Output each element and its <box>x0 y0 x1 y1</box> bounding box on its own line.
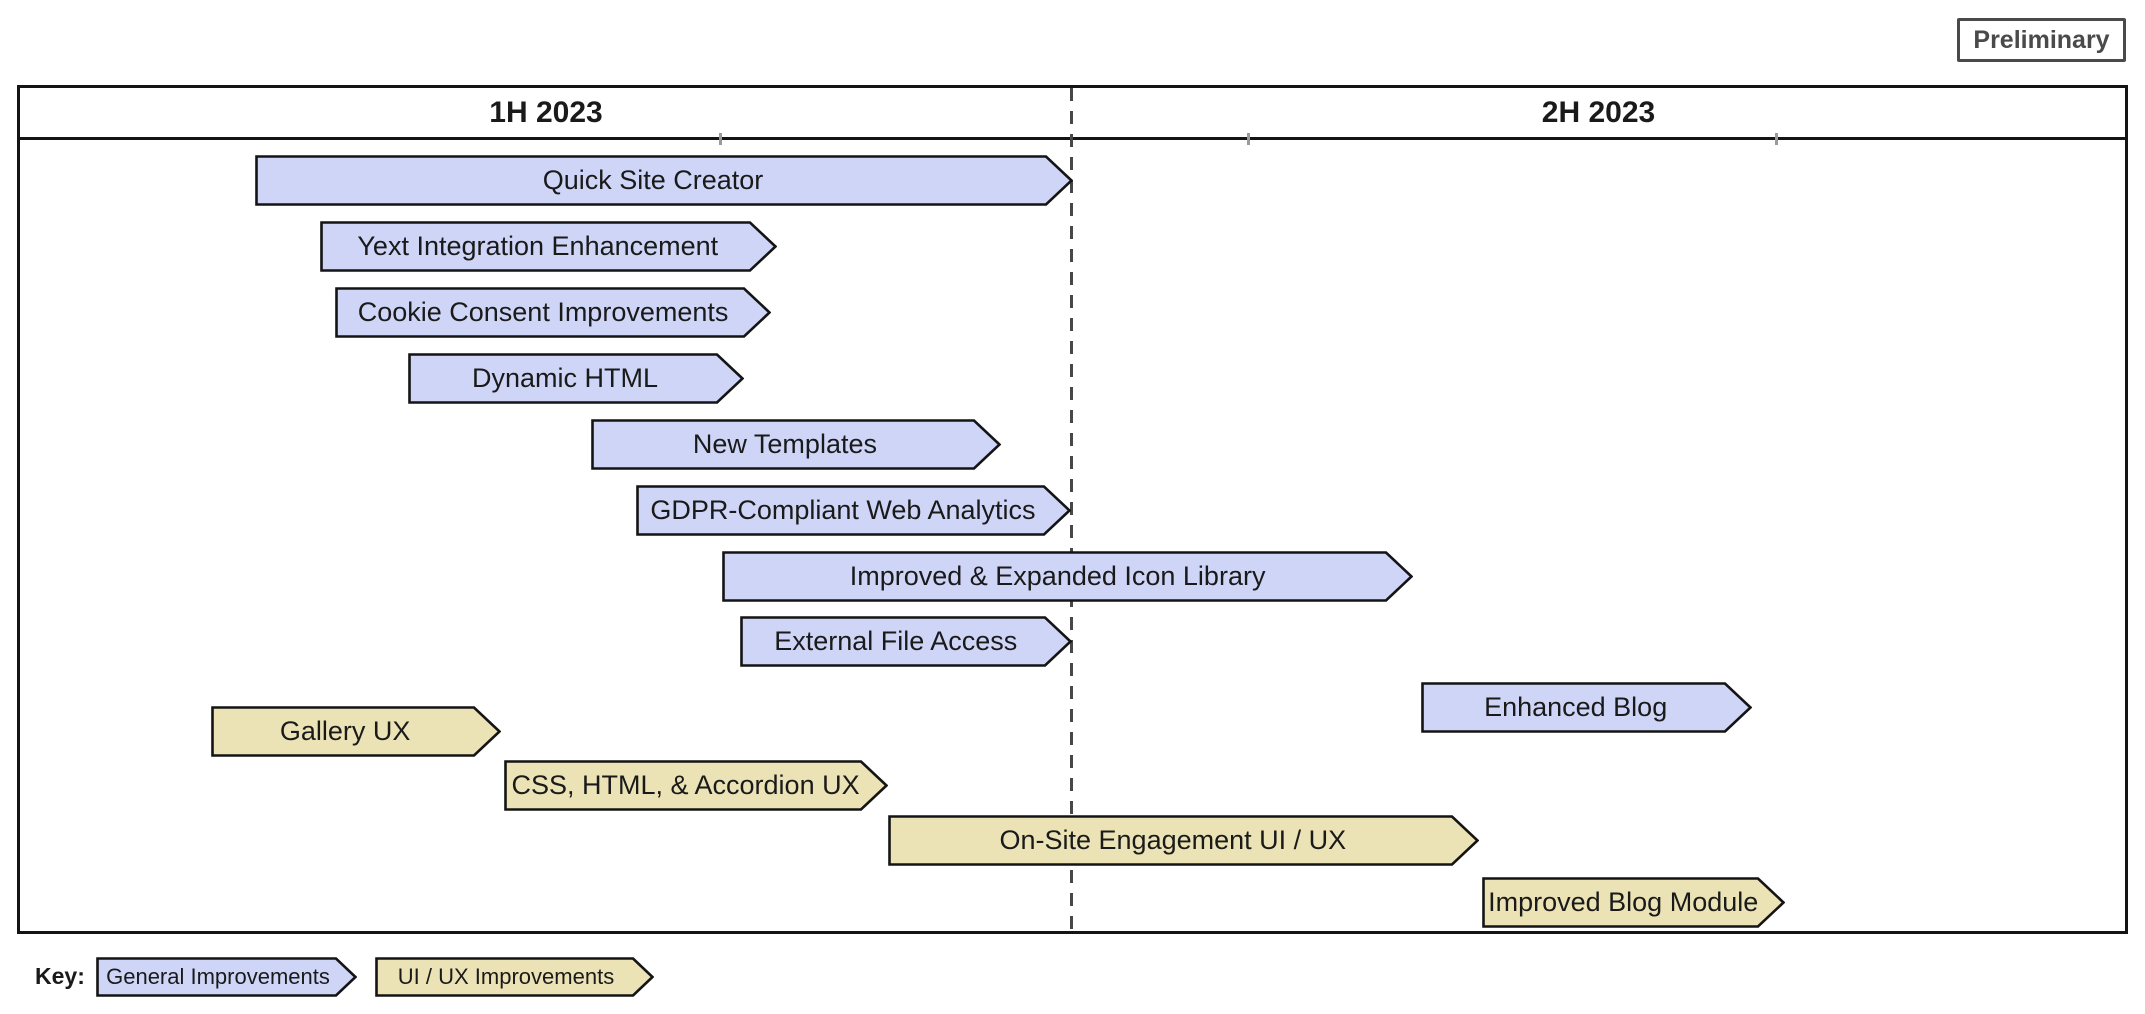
roadmap-bar-label: On-Site Engagement UI / UX <box>999 825 1347 855</box>
midyear-divider-line <box>1070 88 1073 931</box>
roadmap-bar-label: Yext Integration Enhancement <box>357 231 719 261</box>
roadmap-bar-label: New Templates <box>692 429 877 459</box>
legend-arrow-shape <box>96 957 357 997</box>
roadmap-bar: Improved Blog Module <box>1482 877 1786 928</box>
roadmap-bar-label: Gallery UX <box>279 716 411 746</box>
roadmap-bar: Improved & Expanded Icon Library <box>722 551 1414 602</box>
bar-arrow-shape <box>590 419 1001 470</box>
bar-arrow-shape <box>319 221 777 272</box>
roadmap-bar-label: Quick Site Creator <box>542 165 764 195</box>
roadmap-bar: Enhanced Blog <box>1420 682 1752 733</box>
roadmap-bar: External File Access <box>740 616 1073 667</box>
bar-arrow-shape <box>254 155 1073 206</box>
roadmap-bar: Cookie Consent Improvements <box>335 287 772 338</box>
roadmap-bar-label: Cookie Consent Improvements <box>357 297 729 327</box>
roadmap-bar: New Templates <box>590 419 1001 470</box>
roadmap-bar-label: External File Access <box>774 626 1018 656</box>
roadmap-bar: CSS, HTML, & Accordion UX <box>504 760 889 811</box>
bar-arrow-shape <box>636 485 1072 536</box>
legend-item: General Improvements <box>96 957 357 997</box>
header-label-2h: 2H 2023 <box>1541 95 1656 129</box>
roadmap-bar: GDPR-Compliant Web Analytics <box>636 485 1072 536</box>
bar-arrow-shape <box>740 616 1072 667</box>
bar-arrow-shape <box>1420 682 1752 733</box>
bar-arrow-shape <box>335 287 772 338</box>
roadmap-bar-label: Improved Blog Module <box>1488 887 1759 917</box>
legend-arrow-shape <box>375 957 654 997</box>
bar-arrow-shape <box>407 353 744 404</box>
preliminary-badge: Preliminary <box>1957 18 2126 62</box>
legend-item-label: UI / UX Improvements <box>397 964 615 989</box>
roadmap-bar-label: GDPR-Compliant Web Analytics <box>650 495 1036 525</box>
header-label-1h: 1H 2023 <box>489 95 603 129</box>
bar-arrow-shape <box>722 551 1414 602</box>
header-half-2h: 2H 2023 <box>1072 88 2125 137</box>
bar-arrow-shape <box>210 706 501 757</box>
month-tick <box>1246 133 1250 145</box>
roadmap-bar-label: Enhanced Blog <box>1484 692 1668 722</box>
legend-key-label: Key: <box>35 963 85 989</box>
bar-arrow-shape <box>1482 877 1786 928</box>
bar-arrow-shape <box>504 760 889 811</box>
legend-item-label: General Improvements <box>106 964 330 989</box>
roadmap-bar-label: CSS, HTML, & Accordion UX <box>511 770 860 800</box>
roadmap-bar: On-Site Engagement UI / UX <box>887 815 1479 866</box>
roadmap-bar: Gallery UX <box>210 706 501 757</box>
roadmap-bar: Quick Site Creator <box>254 155 1073 206</box>
legend-item: UI / UX Improvements <box>375 957 654 997</box>
roadmap-bar-label: Improved & Expanded Icon Library <box>849 561 1266 591</box>
roadmap-bar-label: Dynamic HTML <box>471 363 659 393</box>
roadmap-bar: Yext Integration Enhancement <box>319 221 777 272</box>
header-half-1h: 1H 2023 <box>20 88 1072 137</box>
month-tick <box>1774 133 1778 145</box>
bar-arrow-shape <box>887 815 1479 866</box>
month-tick <box>719 133 723 145</box>
roadmap-bar: Dynamic HTML <box>407 353 744 404</box>
